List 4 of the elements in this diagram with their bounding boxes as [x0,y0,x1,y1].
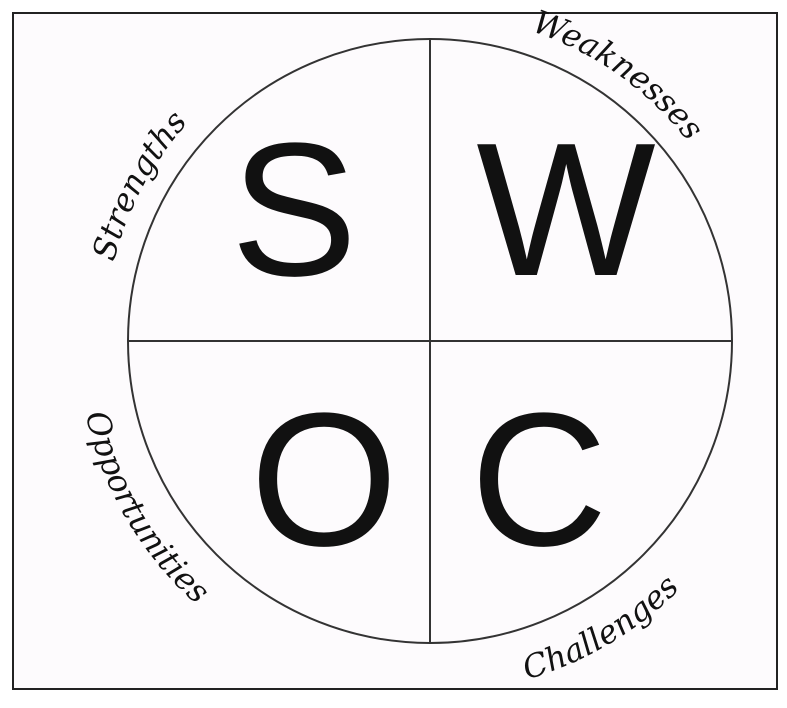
quadrant-letter: S [230,115,358,305]
quadrant-letter: O [250,385,398,575]
quadrant-letter: C [470,385,608,575]
quadrant-letter: W [476,115,656,305]
